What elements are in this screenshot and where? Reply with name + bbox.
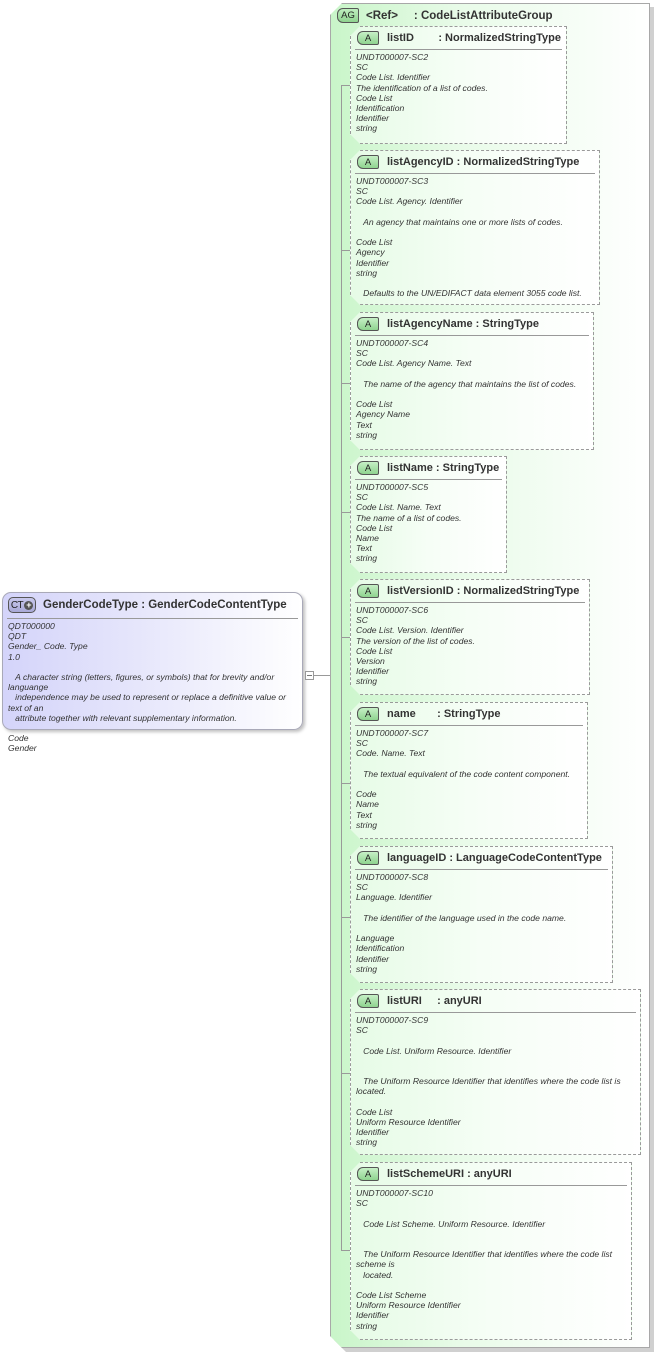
attribute-title: languageID : LanguageCodeContentType (387, 852, 602, 864)
complex-type-title: GenderCodeType : GenderCodeContentType (43, 599, 287, 611)
attribute-icon: A (357, 707, 379, 721)
attribute-icon: A (357, 317, 379, 331)
collapse-toggle-icon[interactable] (305, 671, 314, 680)
complex-type-annotation: QDT000000 QDT Gender_ Code. Type 1.0 A c… (8, 621, 287, 754)
tree-connector (341, 85, 351, 86)
attribute-group-title: <Ref> : CodeListAttributeGroup (366, 9, 553, 22)
tree-connector (341, 512, 351, 513)
attribute-annotation: UNDT000007-SC2 SC Code List. Identifier … (356, 52, 488, 134)
attribute-icon: A (357, 994, 379, 1008)
attribute-annotation: UNDT000007-SC9 SC Code List. Uniform Res… (356, 1015, 621, 1148)
complex-type-gendercodetype[interactable]: CT+ GenderCodeType : GenderCodeContentTy… (2, 592, 303, 753)
divider (355, 49, 562, 50)
divider (355, 1185, 627, 1186)
divider (355, 173, 595, 174)
divider (355, 1012, 636, 1013)
attribute-icon: A (357, 851, 379, 865)
attribute-annotation: UNDT000007-SC6 SC Code List. Version. Id… (356, 605, 475, 687)
attribute-title: listName : StringType (387, 462, 500, 474)
attribute-group-header: AG <Ref> : CodeListAttributeGroup (337, 8, 553, 23)
attribute-annotation: UNDT000007-SC5 SC Code List. Name. Text … (356, 482, 462, 564)
plus-icon: + (24, 600, 34, 610)
tree-connector (341, 250, 351, 251)
attribute-title: listURI : anyURI (387, 995, 482, 1007)
divider (355, 725, 583, 726)
complex-type-badge-label: CT (10, 599, 24, 611)
tree-connector (341, 637, 351, 638)
tree-connector (341, 383, 351, 384)
attribute-title: listAgencyName : StringType (387, 318, 539, 330)
attribute-icon: A (357, 31, 379, 45)
tree-connector (341, 917, 351, 918)
attribute-icon: A (357, 1167, 379, 1181)
complex-type-icon: CT+ (8, 597, 36, 613)
attribute-annotation: UNDT000007-SC10 SC Code List Scheme. Uni… (356, 1188, 613, 1331)
attribute-annotation: UNDT000007-SC7 SC Code. Name. Text The t… (356, 728, 571, 830)
connector-line (314, 675, 342, 676)
divider (355, 335, 589, 336)
attribute-icon: A (357, 155, 379, 169)
divider (7, 618, 298, 619)
tree-connector (341, 1073, 351, 1074)
tree-connector-vertical (341, 85, 342, 1251)
attribute-annotation: UNDT000007-SC4 SC Code List. Agency Name… (356, 338, 577, 440)
complex-type-header: CT+ GenderCodeType : GenderCodeContentTy… (3, 593, 302, 617)
divider (355, 869, 608, 870)
attribute-title: listID : NormalizedStringType (387, 32, 561, 44)
attribute-annotation: UNDT000007-SC3 SC Code List. Agency. Ide… (356, 176, 582, 299)
attribute-group-icon: AG (337, 8, 359, 23)
tree-connector (341, 783, 351, 784)
divider (355, 479, 502, 480)
attribute-title: listAgencyID : NormalizedStringType (387, 156, 580, 168)
divider (355, 602, 585, 603)
attribute-title: listSchemeURI : anyURI (387, 1168, 512, 1180)
attribute-annotation: UNDT000007-SC8 SC Language. Identifier T… (356, 872, 567, 974)
attribute-title: name : StringType (387, 708, 501, 720)
attribute-title: listVersionID : NormalizedStringType (387, 585, 580, 597)
attribute-icon: A (357, 461, 379, 475)
tree-connector (341, 1250, 351, 1251)
attribute-icon: A (357, 584, 379, 598)
